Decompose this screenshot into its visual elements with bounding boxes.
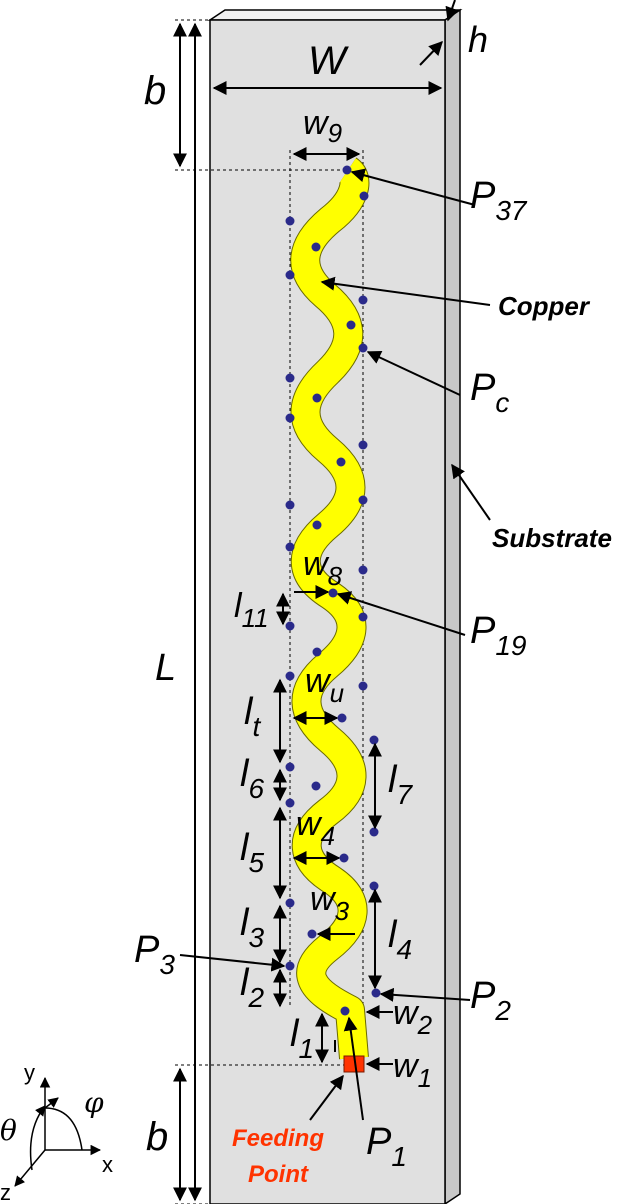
text-labels: b W h w9 P37 Copper Pc Substrate L w8 l1… <box>0 19 612 1204</box>
label-feeding: Feeding <box>232 1125 324 1152</box>
coordinate-axes <box>14 1076 102 1187</box>
label-axis-x: x <box>102 1152 113 1177</box>
label-substrate: Substrate <box>492 523 612 553</box>
label-w9: w9 <box>303 104 342 148</box>
label-P2: P2 <box>470 975 511 1026</box>
label-l2: l2 <box>240 962 264 1013</box>
label-L: L <box>155 647 176 689</box>
label-P3: P3 <box>134 929 175 980</box>
label-phi: φ <box>84 1086 104 1119</box>
label-h: h <box>468 19 488 60</box>
label-Pc: Pc <box>470 367 509 418</box>
substrate-top-face <box>207 9 463 21</box>
label-w3: w3 <box>310 880 350 926</box>
label-l7: l7 <box>388 759 413 810</box>
label-W: W <box>308 39 349 83</box>
label-point: Point <box>248 1161 309 1188</box>
label-l4: l4 <box>388 914 412 965</box>
control-points <box>285 165 381 1016</box>
label-l6: l6 <box>240 753 264 804</box>
substrate-side-face <box>444 8 461 1204</box>
label-w1: w1 <box>393 1047 432 1093</box>
label-copper: Copper <box>498 291 591 321</box>
label-l1: l1 <box>290 1013 314 1064</box>
label-theta: θ <box>0 1114 17 1147</box>
label-lt: lt <box>244 691 261 742</box>
label-axis-y: y <box>24 1060 35 1085</box>
label-P37: P37 <box>470 175 528 226</box>
label-l5: l5 <box>240 827 264 878</box>
label-b-bottom: b <box>146 1115 168 1159</box>
label-w8: w8 <box>303 545 343 591</box>
label-l3: l3 <box>240 902 264 953</box>
label-w2: w2 <box>393 994 433 1040</box>
label-l11: l11 <box>234 587 269 633</box>
label-P19: P19 <box>470 610 527 661</box>
guide-lines <box>175 19 364 1204</box>
label-b-top: b <box>144 69 166 113</box>
dimension-arrows <box>173 0 491 1202</box>
label-w4: w4 <box>296 805 335 851</box>
label-axis-z: z <box>0 1180 11 1204</box>
label-wu: wu <box>305 662 344 708</box>
label-P1: P1 <box>366 1121 407 1172</box>
